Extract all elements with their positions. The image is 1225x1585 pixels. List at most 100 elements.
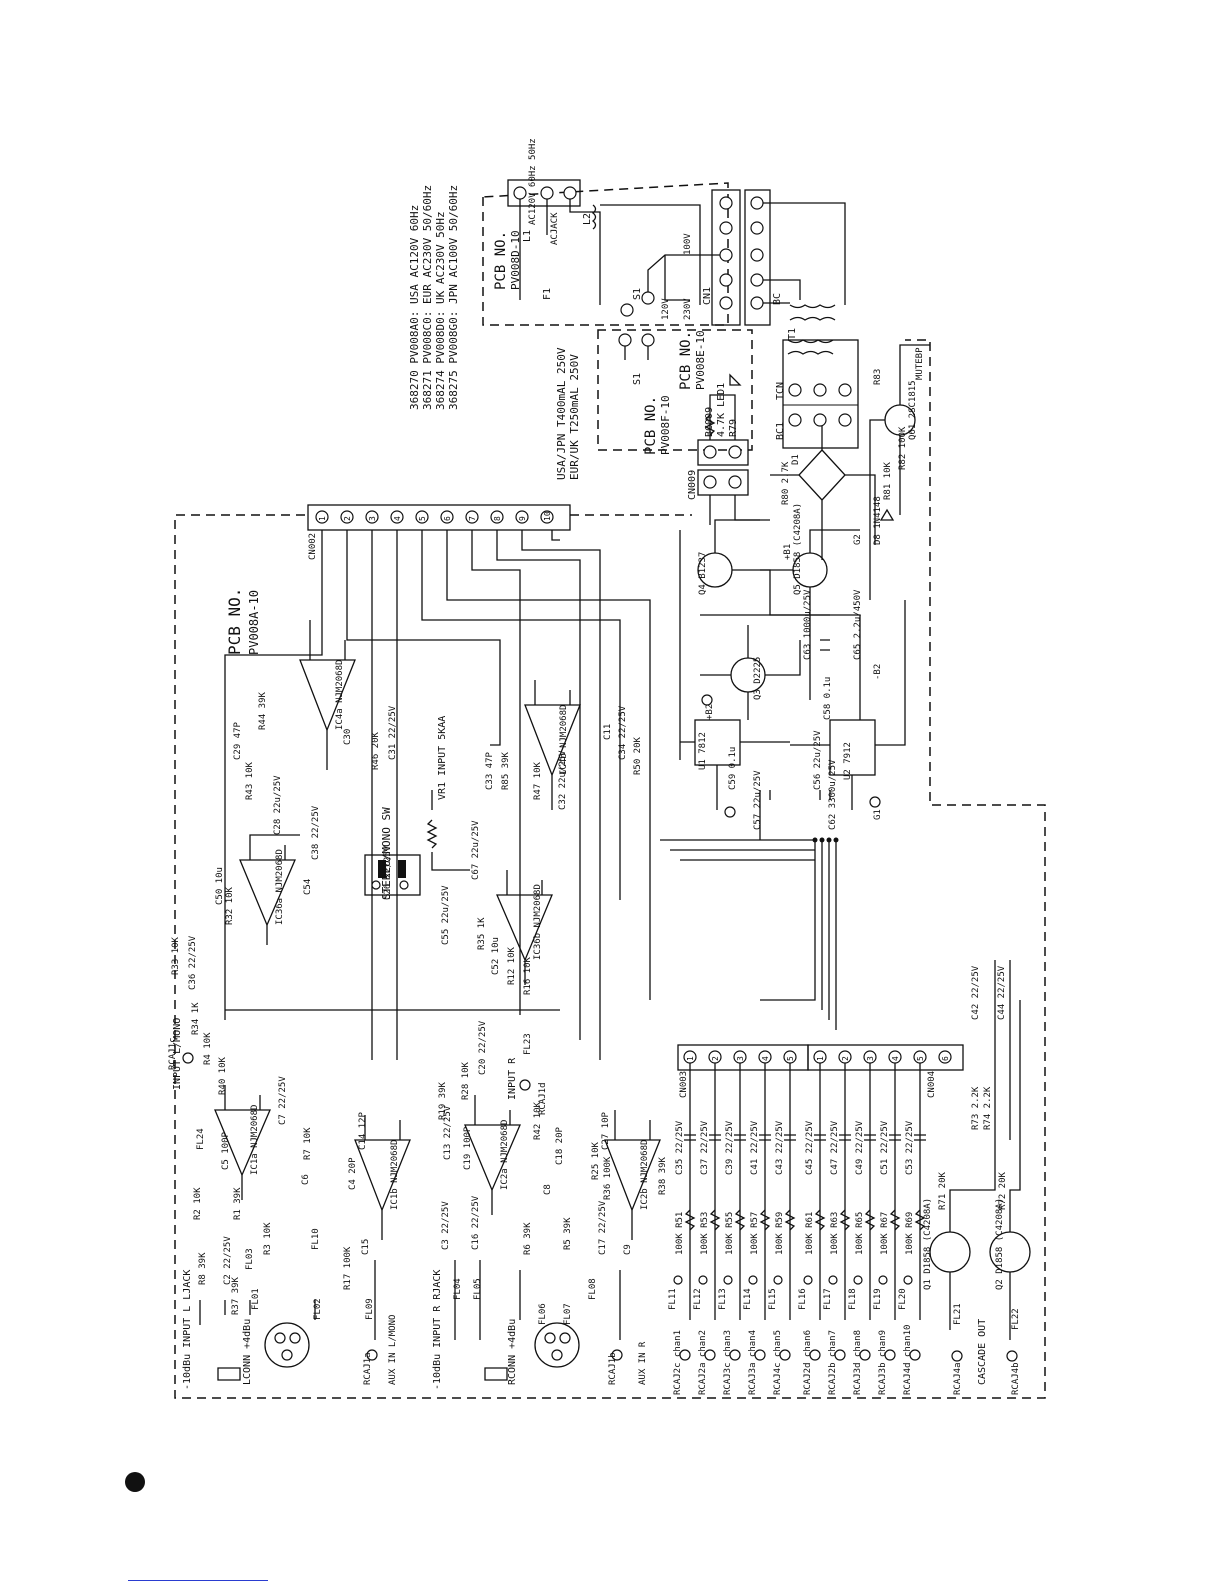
component-label: R32 10K	[225, 886, 235, 925]
channel-jack-icon	[679, 1349, 691, 1361]
channel-jack-icon	[884, 1349, 896, 1361]
opamp-IC4b	[524, 680, 581, 810]
opamp-label: IC2a NJM2068D	[500, 1120, 510, 1190]
channel-ferrite	[853, 1275, 863, 1285]
channel-jack-label: RCAJ3b chan9	[878, 1330, 888, 1395]
channel-jack-icon	[729, 1349, 741, 1361]
component-label: FL24	[196, 1128, 206, 1150]
channel-ferrite-label: FL18	[848, 1288, 858, 1310]
opamp-IC4a	[299, 620, 356, 770]
component-label: C13 22/25V	[443, 1105, 453, 1160]
svg-text:D1: D1	[791, 454, 801, 465]
channel-jack-icon	[859, 1349, 871, 1361]
component-label: C20 22/25V	[478, 1020, 488, 1075]
xlr-left-icon	[264, 1322, 310, 1368]
component-label: FL01	[251, 1288, 261, 1310]
model-row: 368270 PV008A0: USA AC120V 60Hz	[408, 205, 421, 410]
channel-cap	[864, 1134, 876, 1141]
component-label: R38 39K	[658, 1156, 668, 1195]
channel-jack-label: RCAJ2d chan6	[803, 1330, 813, 1395]
power-board	[507, 179, 846, 355]
component-label: C55 22u/25V	[441, 885, 451, 945]
component-label: R34 1K	[191, 1002, 201, 1035]
svg-text:R71 20K: R71 20K	[938, 1171, 948, 1210]
svg-text:RCAJ4b: RCAJ4b	[1011, 1362, 1021, 1395]
supply-part-label: Q3 D2225	[753, 657, 763, 700]
channel-ferrite	[673, 1275, 683, 1285]
component-label: C9	[623, 1244, 633, 1255]
component-label: R36 100K	[603, 1156, 613, 1200]
channel-ferrite	[803, 1275, 813, 1285]
main-board-outline	[174, 339, 1046, 1399]
channel-resistor	[814, 1209, 826, 1231]
svg-text:MUTEBP: MUTEBP	[915, 347, 925, 380]
opamp-label: IC1a NJM2068D	[250, 1105, 260, 1175]
opamp-label: IC36a NJM2068D	[275, 849, 285, 925]
svg-text:R79: R79	[728, 419, 739, 437]
svg-text:FL22: FL22	[1011, 1308, 1021, 1330]
channel-cap	[889, 1134, 901, 1141]
cn003-pin-number: 2	[711, 1056, 720, 1061]
component-label: C18 20P	[555, 1126, 565, 1165]
svg-text:PV008E-10: PV008E-10	[694, 330, 707, 390]
svg-text:S1: S1	[632, 373, 643, 385]
component-label: C33 47P	[485, 751, 495, 790]
svg-text:PCB NO.: PCB NO.	[678, 331, 694, 390]
channel-cap-label: C51 22/25V	[880, 1120, 890, 1175]
supply-part-label: C63 1000u/25V	[803, 589, 813, 660]
channel-jack-label: RCAJ3d chan8	[853, 1330, 863, 1395]
cn002-pin	[315, 510, 329, 524]
channel-cap-label: C37 22/25V	[700, 1120, 710, 1175]
channel-jack-label: RCAJ3a chan4	[748, 1330, 758, 1395]
channel-jack-icon	[909, 1349, 921, 1361]
cn004-pin-number: 2	[841, 1056, 850, 1061]
svg-text:CN009: CN009	[687, 470, 698, 500]
svg-text:C44 22/25V: C44 22/25V	[997, 965, 1007, 1020]
channel-ferrite	[723, 1275, 733, 1285]
channel-cap-label: C35 22/25V	[675, 1120, 685, 1175]
component-label: C11	[603, 724, 613, 740]
component-label: R85 39K	[501, 751, 511, 790]
supply-part-label: U2 7912	[843, 742, 853, 780]
component-label: C14 12P	[358, 1111, 368, 1150]
component-label: R43 10K	[245, 761, 255, 800]
ac-input-label: AC120V 60Hz 50Hz	[528, 138, 538, 225]
channel-resistor-label: 100K R67	[880, 1212, 890, 1255]
board-outlines	[174, 182, 1046, 1399]
channel-jack-icon	[779, 1349, 791, 1361]
channel-resistor-label: 100K R65	[855, 1212, 865, 1255]
svg-text:F1: F1	[542, 288, 553, 300]
channel-resistor-label: 100K R51	[675, 1212, 685, 1255]
svg-text:R73 2.2K: R73 2.2K	[971, 1086, 981, 1130]
component-label: FL06	[538, 1303, 548, 1325]
supply-part-label: +B1	[783, 544, 793, 560]
component-label: FL03	[245, 1248, 255, 1270]
component-label: R50 20K	[633, 736, 643, 775]
channel-resistor	[839, 1209, 851, 1231]
channel-resistor-label: 100K R57	[750, 1212, 760, 1255]
channel-resistor	[889, 1209, 901, 1231]
svg-text:EUR/UK T250mAL 250V: EUR/UK T250mAL 250V	[568, 354, 581, 480]
opamp-label: IC36b NJM2068D	[533, 884, 543, 960]
svg-text:PCB NO.: PCB NO.	[493, 231, 509, 290]
svg-text:R82 100K: R82 100K	[898, 426, 908, 470]
cn002-pin-number: 3	[368, 516, 377, 521]
supply-part-label: C56 22u/25V	[813, 730, 823, 790]
component-label: FL07	[563, 1303, 573, 1325]
supply-part-label: C58 0.1u	[823, 677, 833, 720]
component-label: FL23	[523, 1033, 533, 1055]
cn002-pin	[465, 510, 479, 524]
component-label: C7 22/25V	[278, 1076, 288, 1125]
cn004-pin-number: 4	[891, 1056, 900, 1061]
vr1-pot	[426, 790, 470, 871]
svg-text:FL21: FL21	[953, 1303, 963, 1325]
channel-ferrite-label: FL20	[898, 1288, 908, 1310]
component-label: R33 10K	[171, 936, 181, 975]
svg-text:C42 22/25V: C42 22/25V	[971, 965, 981, 1020]
cn002-pin	[390, 510, 404, 524]
cn002-pin-number: 2	[343, 516, 352, 521]
cn004-pin-number: 6	[941, 1056, 950, 1061]
